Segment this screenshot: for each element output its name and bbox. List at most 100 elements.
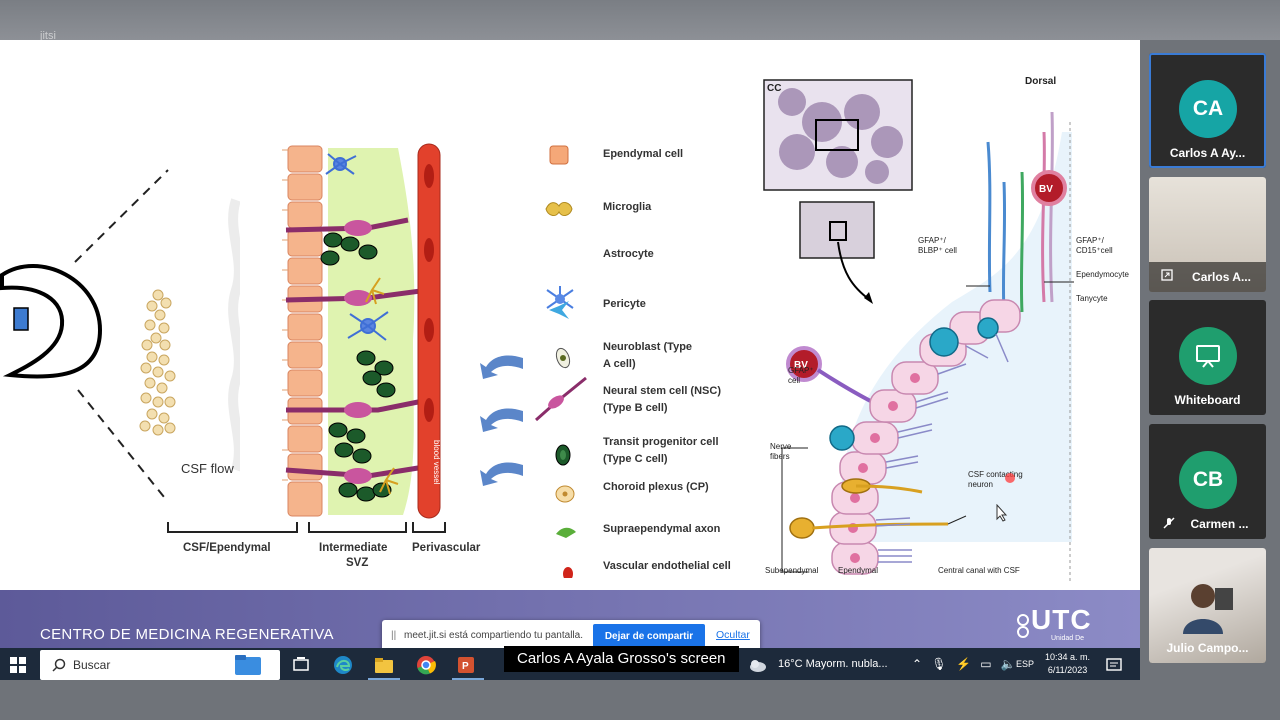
participant-name: Whiteboard xyxy=(1174,393,1241,407)
whiteboard-avatar xyxy=(1179,327,1237,385)
utc-logo: UTC Unidad De xyxy=(1015,604,1091,646)
arrow-icon-3 xyxy=(480,462,523,486)
cyan-cells xyxy=(829,317,999,451)
language-indicator[interactable]: ESP xyxy=(1016,659,1035,669)
brain-outline xyxy=(0,264,103,379)
legend-ependymal-cell: Ependymal cell xyxy=(603,148,684,160)
bottom-label-intermediate: Intermediate xyxy=(319,542,388,554)
dorsal-label: Dorsal xyxy=(1025,76,1057,87)
gear-icon xyxy=(1017,614,1029,638)
ventricle-box xyxy=(13,307,29,331)
drag-handle-icon[interactable]: || xyxy=(391,630,397,641)
taskbar-search[interactable]: Buscar xyxy=(40,650,280,680)
windows-start-icon[interactable] xyxy=(10,657,26,673)
hide-banner-link[interactable]: Ocultar xyxy=(716,629,750,641)
cc-label: CC xyxy=(767,83,782,94)
cc-stain xyxy=(778,88,903,184)
task-view-icon[interactable] xyxy=(291,655,311,675)
participant-tile-whiteboard[interactable]: Whiteboard xyxy=(1149,300,1266,415)
edge-browser-icon[interactable] xyxy=(333,655,353,675)
notification-icon[interactable] xyxy=(1106,657,1122,673)
zoom-line-top xyxy=(74,169,169,263)
endothelial-cells xyxy=(424,164,434,422)
weather-text[interactable]: 16°C Mayorm. nubla... xyxy=(778,658,888,670)
zoom-line-bottom xyxy=(77,389,169,503)
brain-section-diagram xyxy=(0,169,240,503)
choroid-plexus-icon xyxy=(555,485,575,503)
bottom-label-csf-ependymal: CSF/Ependymal xyxy=(183,542,271,554)
cc-detail-box xyxy=(799,201,875,259)
csf-flow-label: CSF flow xyxy=(181,461,234,476)
transit-progenitor-cells xyxy=(320,232,396,502)
cc-zoom-box xyxy=(815,119,859,151)
legend-transit-progenitor: Transit progenitor cell (Type C cell) xyxy=(603,436,719,465)
participant-tile-julio[interactable]: Julio Campo... xyxy=(1149,548,1266,663)
cilia-right xyxy=(875,333,1009,563)
chrome-browser-icon[interactable] xyxy=(416,655,436,675)
participant-name: Julio Campo... xyxy=(1166,641,1249,655)
mouse-cursor-icon xyxy=(996,504,1008,522)
explorer-running-indicator xyxy=(368,678,400,680)
microglia xyxy=(365,277,399,495)
neural-stem-cell-icon xyxy=(535,376,587,422)
vascular-endothelial-icon xyxy=(563,567,573,578)
blood-vessel-label: blood vessel xyxy=(432,440,441,485)
participant-tile-carlos-1[interactable]: CA Carlos A Ay... xyxy=(1149,53,1266,168)
file-explorer-icon[interactable] xyxy=(374,655,394,675)
legend-supraependymal-axon: Supraependymal axon xyxy=(603,523,721,535)
tanycyte-label: Tanycyte xyxy=(1076,294,1108,303)
cc-detail-inner xyxy=(829,221,847,241)
clock-date: 6/11/2023 xyxy=(1047,665,1088,675)
utc-logo-text: UTC xyxy=(1031,604,1092,635)
bv-label-top: BV xyxy=(1039,184,1053,195)
nsc-cells xyxy=(344,220,372,484)
legend-pericyte: Pericyte xyxy=(603,298,646,310)
cilia xyxy=(282,149,288,481)
central-canal-label: Central canal with CSF xyxy=(938,566,1020,575)
neuroblast-icon xyxy=(555,347,571,369)
laser-pointer-icon xyxy=(1005,473,1015,483)
system-tray-icons[interactable]: ⌃ 🎙 ⚡ ▭ 🔈 xyxy=(912,657,1019,671)
participant-name: Carlos A... xyxy=(1192,270,1251,284)
jitsi-logo: jitsi xyxy=(40,30,56,42)
screen-owner-label: Carlos A Ayala Grosso's screen xyxy=(504,646,739,672)
clock[interactable]: 10:34 a. m. 6/11/2023 xyxy=(1045,651,1090,677)
detail-arrow xyxy=(837,241,871,301)
legend-vascular-endothelial: Vascular endothelial cell xyxy=(603,560,731,572)
csf-neuron-label: CSF contacting neuron xyxy=(968,470,1023,489)
layer-brackets xyxy=(167,522,446,533)
top-bar: jitsi xyxy=(0,0,1280,42)
legend-microglia: Microglia xyxy=(603,201,652,213)
weather-icon[interactable] xyxy=(748,655,768,675)
participant-tile-carmen[interactable]: CB Carmen ... xyxy=(1149,424,1266,539)
participant-tile-carlos-2[interactable]: Carlos A... xyxy=(1149,177,1266,292)
shared-screen: blood vessel CSF flow CSF/Ependymal Inte… xyxy=(0,40,1140,680)
csf-flow-waves xyxy=(228,198,240,472)
bottom-label-perivascular: Perivascular xyxy=(412,542,481,554)
choroid-plexus-cluster xyxy=(139,289,176,436)
utc-logo-subtext: Unidad De xyxy=(1051,635,1085,642)
share-message: meet.jit.si está compartiendo tu pantall… xyxy=(404,630,583,641)
mic-muted-icon xyxy=(1163,517,1175,529)
bv-label-left: BV xyxy=(794,360,808,371)
avatar: CB xyxy=(1179,451,1237,509)
powerpoint-running-indicator xyxy=(452,678,484,680)
participant-name: Carlos A Ay... xyxy=(1169,146,1246,160)
bv-vessels xyxy=(786,170,1067,382)
gfap-cd15-label: GFAP⁺/ CD15⁺cell xyxy=(1076,236,1113,255)
astrocyte-icon xyxy=(546,286,574,309)
powerpoint-icon[interactable]: P xyxy=(456,655,476,675)
whiteboard-icon xyxy=(1196,345,1220,368)
astrocytes xyxy=(325,153,389,341)
ependymal-label: Ependymal xyxy=(838,566,879,575)
footer-title: CENTRO DE MEDICINA REGENERATIVA xyxy=(40,626,334,643)
stop-sharing-button[interactable]: Dejar de compartir xyxy=(593,624,705,648)
gfap-blbp-label: GFAP⁺/ BLBP⁺ cell xyxy=(918,236,957,255)
legend-neuroblast: Neuroblast (Type A cell) xyxy=(603,341,693,370)
avatar: CA xyxy=(1179,80,1237,138)
subependymal-label: Subependymal xyxy=(765,566,819,575)
ependymocyte-label: Ependymocyte xyxy=(1076,270,1129,279)
supraependymal-axon-icon xyxy=(556,527,576,538)
screen-share-icon xyxy=(1161,269,1173,281)
svg-text:P: P xyxy=(462,661,469,672)
